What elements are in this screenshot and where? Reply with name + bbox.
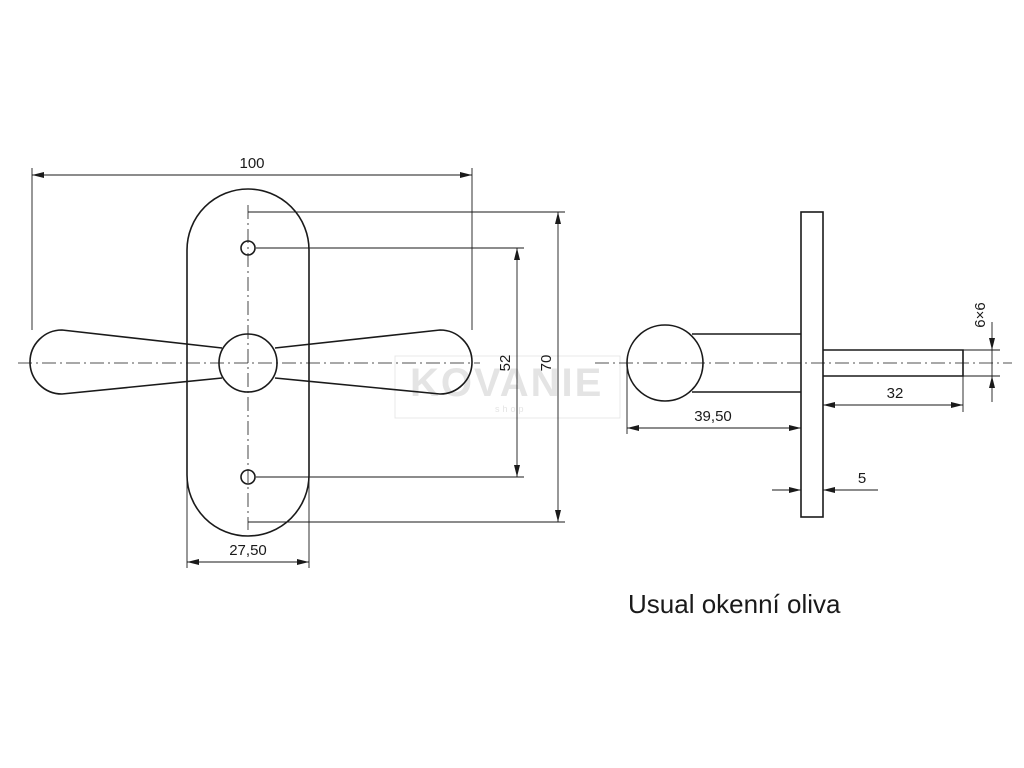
dim-spindle-length: 32 <box>823 376 964 412</box>
side-view: 6×6 32 39,50 5 <box>595 211 1012 518</box>
dim-total-width: 100 <box>31 155 473 330</box>
handle-right-arm <box>274 329 473 395</box>
central-knob <box>218 333 278 393</box>
dim-plate-height-label: 70 <box>538 355 555 372</box>
watermark-sub: shop <box>495 404 527 414</box>
watermark-brand: KOVANIE <box>410 361 603 405</box>
dim-hole-spacing-label: 52 <box>497 355 514 372</box>
front-view: 100 52 70 27,50 <box>18 155 565 568</box>
dim-plate-width: 27,50 <box>186 475 310 568</box>
dim-spindle-section-label: 6×6 <box>972 302 989 327</box>
dim-plate-height: 70 <box>248 211 565 523</box>
top-screw-hole <box>240 240 256 256</box>
dim-knob-depth-label: 39,50 <box>694 408 732 425</box>
spindle <box>823 349 964 377</box>
dim-plate-thickness-label: 5 <box>858 470 866 487</box>
bottom-screw-hole <box>240 469 256 485</box>
dim-knob-depth: 39,50 <box>626 363 801 434</box>
dim-total-width-label: 100 <box>239 155 264 172</box>
side-plate <box>800 211 824 518</box>
drawing-title: Usual okenní oliva <box>628 589 841 619</box>
dim-plate-width-label: 27,50 <box>229 542 267 559</box>
dim-plate-thickness: 5 <box>772 470 878 493</box>
dim-spindle-section: 6×6 <box>963 302 1000 402</box>
dim-spindle-length-label: 32 <box>887 385 904 402</box>
dim-hole-spacing: 52 <box>256 247 524 478</box>
watermark: KOVANIE shop <box>394 355 621 419</box>
handle-left-arm <box>29 329 223 395</box>
